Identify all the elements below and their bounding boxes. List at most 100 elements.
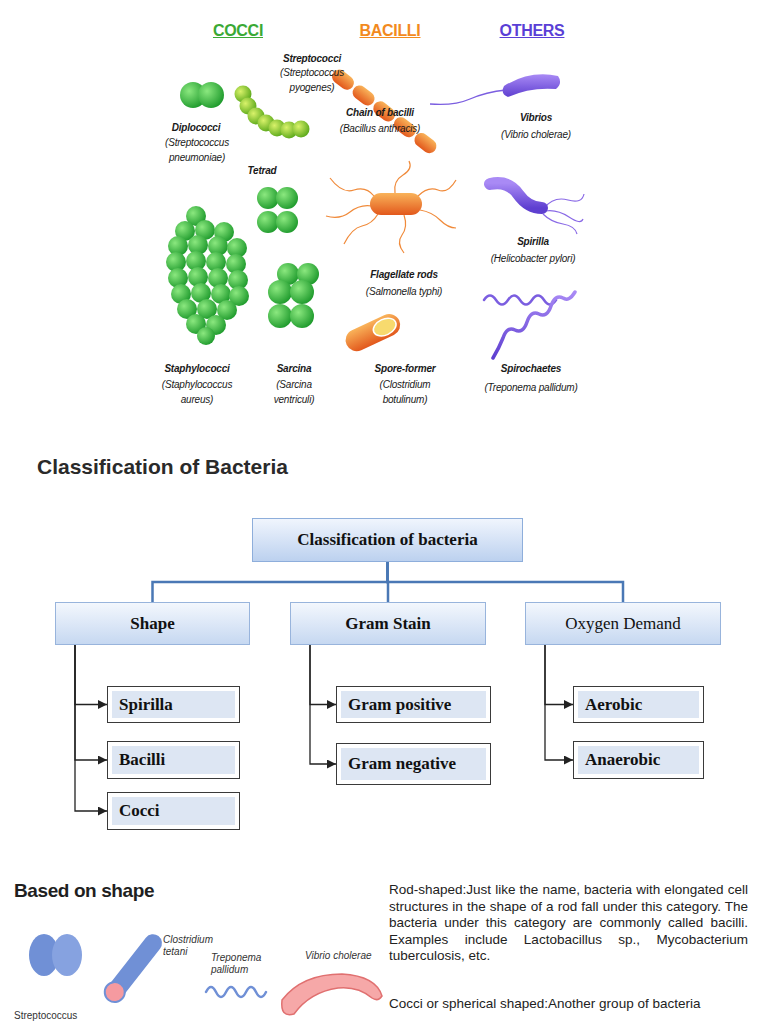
coccus-cell — [293, 121, 310, 138]
coccus-cell — [290, 280, 314, 304]
flagellum — [543, 214, 577, 234]
group-heading: OTHERS — [487, 22, 577, 40]
spirillum-cell — [490, 183, 542, 208]
bacillus-cell — [412, 130, 440, 156]
coccus-cell — [268, 304, 292, 328]
box-text: Spirilla — [112, 691, 235, 718]
spore-former-cell — [342, 310, 404, 354]
coccus-cell — [268, 280, 292, 304]
figure-label: Spore-former — [360, 362, 450, 376]
flagellum — [430, 90, 506, 104]
flagellum — [395, 161, 410, 193]
staph-cluster — [166, 206, 249, 345]
figure-label: Streptococcus — [14, 1010, 114, 1021]
category-box: Shape — [55, 602, 250, 645]
class-box: Spirilla — [107, 686, 240, 723]
flagella — [543, 194, 584, 234]
figure-label: Staphylococci — [152, 362, 242, 376]
box-text: Oxygen Demand — [565, 614, 681, 634]
bacillus-chain — [329, 67, 439, 156]
vibrio-cell — [282, 974, 382, 1015]
flagellum — [344, 214, 378, 244]
figure-label: (Vibrio cholerae) — [481, 127, 591, 142]
figure-label: (Streptococcus pneumoniae) — [156, 135, 238, 165]
connector — [545, 645, 573, 705]
page-heading: Classification of Bacteria — [37, 455, 288, 479]
box-text: Cocci — [112, 797, 235, 825]
figure-label: Vibrio cholerae — [305, 950, 395, 962]
box-text: Gram Stain — [345, 614, 430, 634]
connector — [386, 562, 389, 602]
figure-label: (Bacillus anthracis) — [325, 121, 435, 136]
spirochaete-cell — [484, 296, 556, 305]
coccus-cell — [276, 187, 298, 209]
coccus-cell — [52, 934, 82, 976]
flagellum — [326, 206, 372, 218]
bacillus-cell — [350, 83, 378, 109]
figure-label: Based on shape — [14, 880, 234, 902]
figure-label: Chain of bacilli — [330, 106, 430, 120]
class-box: Aerobic — [573, 686, 704, 723]
figure-label: Tetrad — [232, 164, 292, 178]
class-box: Cocci — [107, 792, 240, 830]
figure-label: (Helicobacter pylori) — [473, 251, 593, 266]
spirochaete-cell — [206, 987, 266, 997]
box-text: Aerobic — [578, 691, 699, 718]
flagellum — [420, 210, 456, 228]
group-heading: COCCI — [193, 22, 283, 40]
figure-label: Sarcina — [264, 362, 324, 376]
flagellum — [544, 194, 584, 208]
flagellum — [418, 180, 456, 196]
spore — [370, 315, 399, 340]
connector — [310, 645, 336, 705]
box-text: Gram positive — [341, 691, 486, 718]
figure-label: Diplococci — [151, 121, 241, 135]
flagella — [326, 161, 456, 253]
figure-label: Vibrios — [496, 111, 576, 125]
figure-label: Treponema pallidum — [211, 952, 265, 976]
flagellum — [399, 215, 405, 253]
class-box: Gram positive — [336, 686, 491, 723]
figure-label: Clostridium tetani — [163, 934, 209, 958]
coccus-cell — [290, 304, 314, 328]
box-text: Bacilli — [112, 746, 235, 774]
figure-label: (Clostridium botulinum) — [372, 377, 438, 407]
connector — [75, 645, 107, 705]
figure-label: Spirilla — [493, 235, 573, 249]
box-text: Classification of bacteria — [297, 530, 477, 550]
class-box: Anaerobic — [573, 741, 704, 779]
coccus-cell — [198, 82, 224, 108]
box-text: Shape — [130, 614, 174, 634]
figure-label: (Streptococcus pyogenes) — [272, 65, 352, 95]
connector — [75, 645, 107, 811]
coccus-cell — [257, 187, 279, 209]
figure-label: (Treponema pallidum) — [471, 380, 591, 395]
box-text: Gram negative — [341, 748, 486, 780]
figure-label: (Sarcina ventriculi) — [264, 377, 324, 407]
clostridium-cell — [101, 930, 167, 1006]
connector — [545, 645, 573, 760]
flagellum — [330, 178, 374, 196]
connector — [75, 645, 107, 760]
category-box: Oxygen Demand — [525, 602, 721, 645]
figure-label: Flagellate rods — [354, 268, 454, 282]
connector — [388, 562, 624, 602]
bacillus-cell — [370, 193, 422, 215]
connector — [310, 645, 336, 764]
vibrio-cell — [503, 74, 560, 97]
figure-label: (Staphylococcus aureus) — [153, 377, 241, 407]
category-box: Gram Stain — [290, 602, 486, 645]
class-box: Gram negative — [336, 743, 491, 785]
spirochaete-cell — [493, 292, 575, 358]
figure-label: (Salmonella typhi) — [349, 284, 459, 299]
box-text: Anaerobic — [578, 746, 699, 774]
class-box: Bacilli — [107, 741, 240, 779]
spore — [101, 978, 129, 1006]
figure-label: Spirochaetes — [481, 362, 581, 376]
group-heading: BACILLI — [345, 22, 435, 40]
body-text: Cocci or spherical shaped:Another group … — [389, 996, 748, 1013]
figure-label: Streptococci — [267, 52, 357, 66]
